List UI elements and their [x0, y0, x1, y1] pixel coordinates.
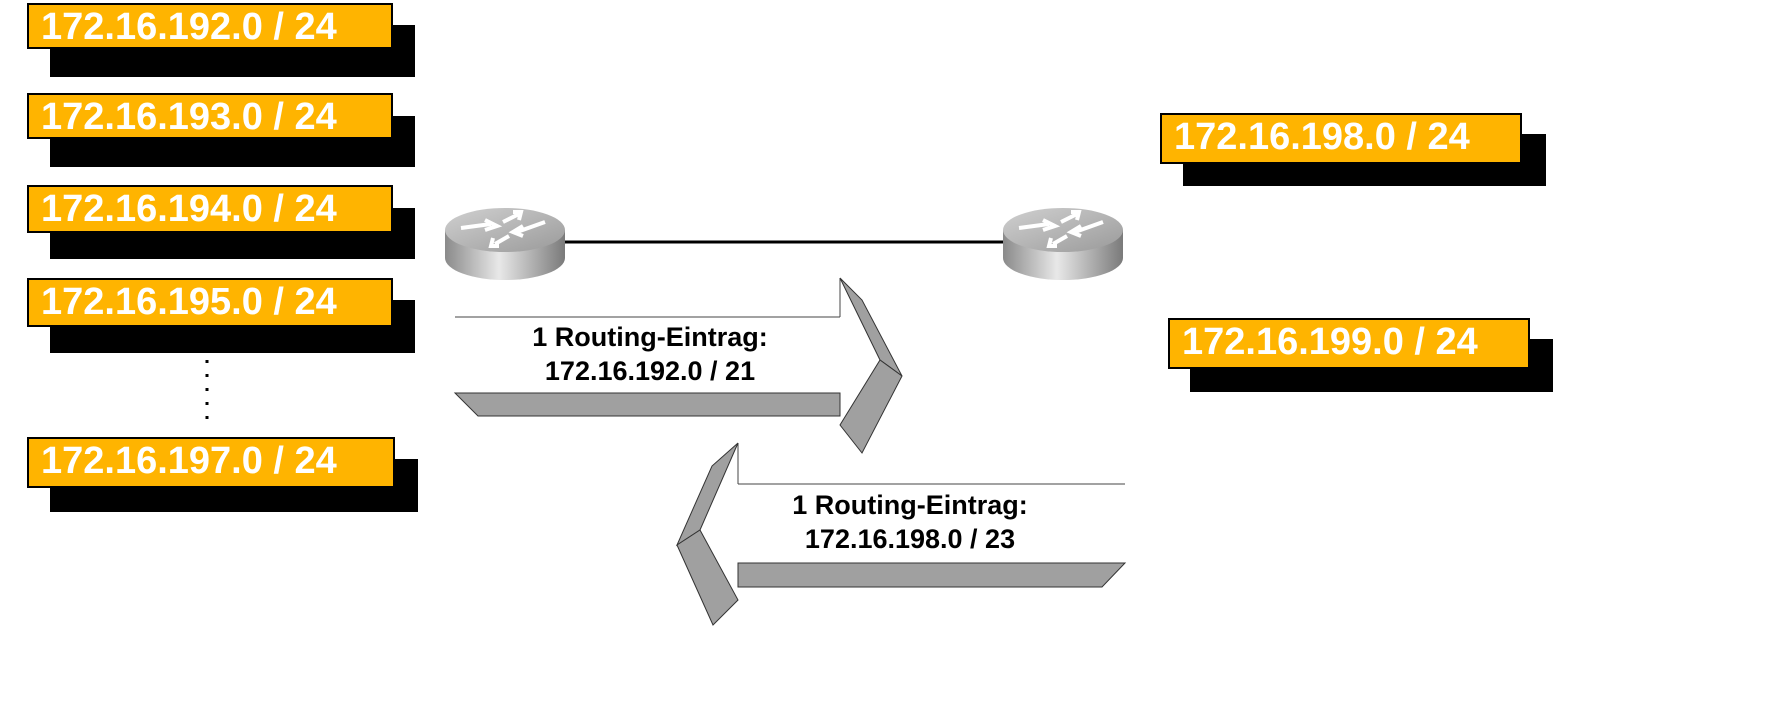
lower-arrow-text: 1 Routing-Eintrag: 172.16.198.0 / 23 — [715, 488, 1105, 556]
lower-arrow-line2: 172.16.198.0 / 23 — [804, 524, 1016, 554]
arrow-left-lower — [675, 442, 1127, 626]
lower-arrow-line1: 1 Routing-Eintrag: — [792, 490, 1028, 520]
upper-arrow-line1: 1 Routing-Eintrag: — [532, 322, 768, 352]
router-icon-right — [1003, 208, 1123, 280]
arrow-right-upper — [453, 277, 903, 454]
router-icon-left — [445, 208, 565, 280]
upper-arrow-text: 1 Routing-Eintrag: 172.16.192.0 / 21 — [455, 320, 845, 388]
upper-arrow-line2: 172.16.192.0 / 21 — [544, 356, 756, 386]
